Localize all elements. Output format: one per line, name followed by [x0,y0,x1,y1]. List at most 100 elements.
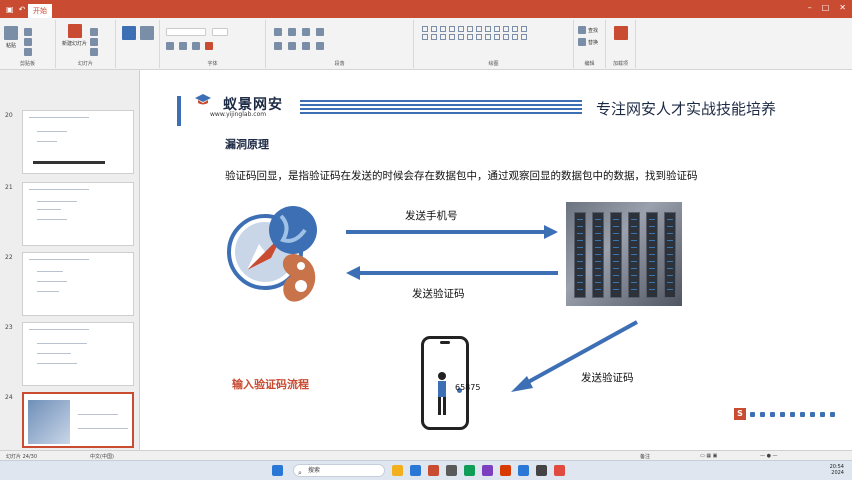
label-send-code-back: 发送验证码 [412,288,465,300]
find-button[interactable]: 查找 [578,26,598,34]
group-label: 幻灯片 [77,61,93,67]
section-button[interactable] [90,48,98,56]
browser-icon[interactable] [410,465,421,476]
server-room-image [566,202,682,306]
font-color-icon[interactable] [205,42,213,50]
ribbon-group-addins: 加载项 [606,20,636,68]
slides-icon [122,26,136,40]
thumbnail-image[interactable] [22,252,134,316]
italic-icon[interactable] [179,42,187,50]
start-icon[interactable] [272,465,283,476]
addin-button[interactable] [614,26,628,40]
browser-globe-icon [227,206,317,302]
taskbar-search[interactable]: ⌕ 搜索 [293,464,385,477]
cut-button[interactable] [24,28,32,36]
replace-button[interactable]: 替换 [578,38,598,46]
file-explorer-icon[interactable] [392,465,403,476]
copy-button[interactable] [24,38,32,46]
notes-button[interactable]: 备注 [640,454,651,460]
thumbnail-image-selected[interactable] [22,392,134,448]
person-icon [438,372,446,415]
designer-button[interactable] [140,26,154,40]
reuse-slides-button[interactable] [122,26,136,40]
font-size-select[interactable] [212,28,228,36]
app-icon[interactable] [446,465,457,476]
app-icon[interactable] [500,465,511,476]
layout-button[interactable] [90,28,98,36]
shapes-gallery[interactable] [422,26,528,40]
arrow-right-icon [346,225,558,239]
search-icon: ⌕ [298,469,302,477]
language-indicator[interactable]: 中文(中国) [90,454,114,460]
align-right-icon[interactable] [302,42,310,50]
slide-number: 22 [5,254,13,261]
align-buttons[interactable] [274,42,324,50]
paragraph-buttons[interactable] [274,28,324,36]
clock-date: 2024 [831,470,844,476]
paste-button[interactable]: 粘贴 [4,26,18,49]
slide-number: 20 [5,112,13,119]
slide-counter: 幻灯片 24/30 [6,454,37,460]
align-left-icon[interactable] [274,42,282,50]
new-slide-button[interactable]: 新建幻灯片 [62,24,87,47]
server-rack [664,212,676,298]
view-buttons[interactable]: ▭ ▦ ▣ [700,453,718,459]
paste-label: 粘贴 [5,43,16,49]
system-clock[interactable]: 20:54 2024 [830,464,844,476]
flow-title: 输入验证码流程 [232,378,309,391]
taskbar: ⌕ 搜索 20:54 2024 [0,460,852,480]
save-icon[interactable]: ▣ [6,4,14,14]
undo-icon[interactable]: ↶ [18,4,26,14]
ribbon-group-paragraph: 段落 [266,20,414,68]
group-label: 剪贴板 [19,61,35,67]
numbering-icon[interactable] [288,28,296,36]
slogan: 专注网安人才实战技能培养 [596,100,777,118]
bold-icon[interactable] [166,42,174,50]
app-icon[interactable] [518,465,529,476]
brand-url: www.yijinglab.com [210,111,267,118]
scissors-icon [24,28,32,36]
replace-label: 替换 [588,39,599,46]
app-icon[interactable] [536,465,547,476]
bullets-icon[interactable] [274,28,282,36]
watermark-dots [750,412,835,417]
title-bar: ▣ ↶ ↷ 开始 – □ ✕ [0,0,852,18]
message-dot-icon [457,388,462,393]
zoom-slider[interactable]: — ● — [760,453,778,459]
dropdown-icon [212,28,228,36]
paste-icon [4,26,18,40]
app-icon[interactable] [554,465,565,476]
tab-home[interactable]: 开始 [28,4,52,18]
close-button[interactable]: ✕ [839,3,846,12]
watermark-logo-icon: S [734,408,746,420]
section-icon [90,48,98,56]
group-label: 段落 [334,61,345,67]
maximize-button[interactable]: □ [821,3,830,12]
format-painter-button[interactable] [24,48,32,56]
underline-icon[interactable] [192,42,200,50]
align-center-icon[interactable] [288,42,296,50]
label-send-code-phone: 发送验证码 [581,372,634,384]
indent-icon[interactable] [302,28,310,36]
thumbnail-image[interactable] [22,182,134,246]
minimize-button[interactable]: – [807,3,812,12]
slide-canvas[interactable]: 蚁景网安 www.yijinglab.com 专注网安人才实战技能培养 漏洞原理… [150,80,850,448]
font-name-select[interactable] [166,28,206,36]
line-spacing-icon[interactable] [316,28,324,36]
header-stripes [300,100,582,116]
thumbnail-image[interactable] [22,110,134,174]
phone-illustration [421,336,469,430]
layout-icon [90,28,98,36]
reset-button[interactable] [90,38,98,46]
thumbnail-image[interactable] [22,322,134,386]
server-rack [646,212,658,298]
app-icon[interactable] [464,465,475,476]
graduation-cap-icon [195,94,211,105]
font-style-buttons[interactable] [166,42,213,50]
reset-icon [90,38,98,46]
justify-icon[interactable] [316,42,324,50]
search-icon [578,26,586,34]
replace-icon [578,38,586,46]
app-icon[interactable] [482,465,493,476]
powerpoint-icon[interactable] [428,465,439,476]
